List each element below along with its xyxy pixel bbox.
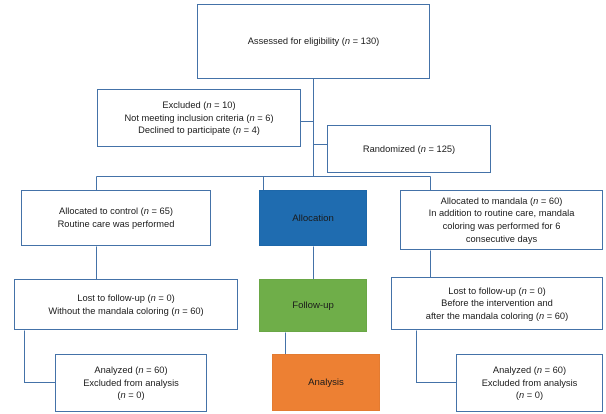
node-followup-control: Lost to follow-up (n = 0) Without the ma… — [14, 279, 238, 330]
wire-control-followup-to-analyzed — [23, 330, 56, 384]
node-allocated-mandala-text: Allocated to mandala (n = 60) In additio… — [428, 195, 575, 244]
node-assessed-for-eligibility-text: Assessed for eligibility (n = 130) — [247, 36, 380, 47]
stage-analysis-label: Analysis — [308, 377, 344, 388]
node-followup-mandala: Lost to follow-up (n = 0) Before the int… — [391, 277, 603, 330]
wire-mandala-followup-to-analyzed — [415, 330, 457, 384]
stage-allocation-label: Allocation — [292, 212, 334, 224]
node-excluded-text: Excluded (n = 10) Not meeting inclusion … — [124, 100, 274, 136]
stage-followup-label: Follow-up — [292, 300, 334, 311]
node-followup-mandala-text: Lost to follow-up (n = 0) Before the int… — [425, 285, 569, 321]
node-randomized-text: Randomized (n = 125) — [362, 143, 456, 154]
node-analyzed-control: Analyzed (n = 60) Excluded from analysis… — [55, 354, 207, 412]
stage-followup: Follow-up — [259, 279, 367, 332]
node-allocated-mandala: Allocated to mandala (n = 60) In additio… — [400, 190, 603, 250]
node-analyzed-mandala-text: Analyzed (n = 60) Excluded from analysis… — [481, 365, 578, 401]
stage-allocation: Allocation — [259, 190, 367, 246]
node-excluded: Excluded (n = 10) Not meeting inclusion … — [97, 89, 301, 147]
node-randomized: Randomized (n = 125) — [327, 125, 491, 173]
node-analyzed-control-text: Analyzed (n = 60) Excluded from analysis… — [83, 365, 179, 401]
node-analyzed-mandala: Analyzed (n = 60) Excluded from analysis… — [456, 354, 603, 412]
node-allocated-control-text: Allocated to control (n = 65) Routine ca… — [57, 206, 175, 229]
node-assessed-for-eligibility: Assessed for eligibility (n = 130) — [197, 4, 430, 79]
node-followup-control-text: Lost to follow-up (n = 0) Without the ma… — [48, 292, 204, 316]
stage-analysis: Analysis — [272, 354, 380, 411]
node-allocated-control: Allocated to control (n = 65) Routine ca… — [21, 190, 211, 246]
